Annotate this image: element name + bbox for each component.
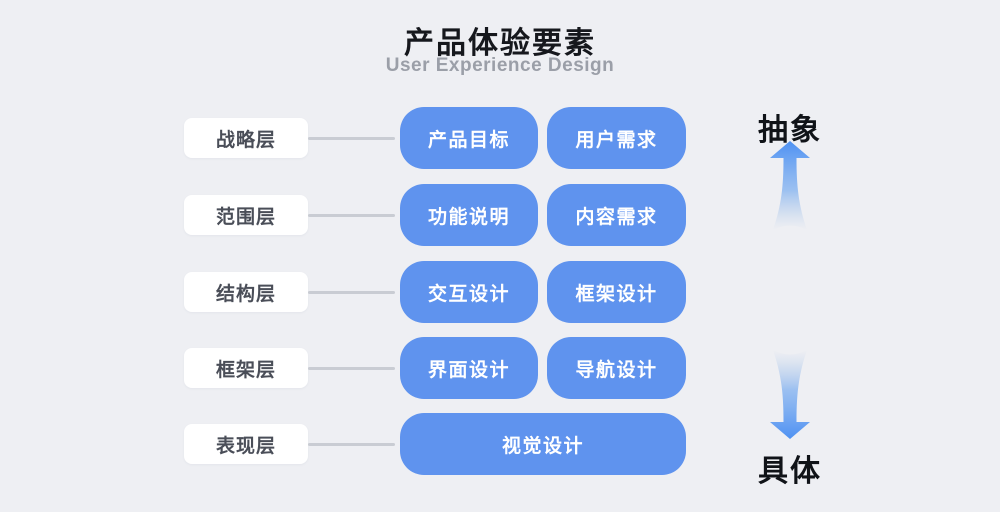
page-title: 产品体验要素 [404, 27, 596, 60]
layer-label-strategy: 战略层 [184, 118, 308, 158]
node-visual-design: 视觉设计 [400, 413, 686, 475]
axis-label-abstract: 抽象 [758, 114, 822, 147]
connector-line [308, 291, 395, 294]
layer-label-scope: 范围层 [184, 195, 308, 235]
page-subtitle: User Experience Design [385, 55, 615, 76]
node-user-needs: 用户需求 [547, 107, 686, 169]
node-content-requirements: 内容需求 [547, 184, 686, 246]
node-framework-design: 框架设计 [547, 261, 686, 323]
layer-label-skeleton: 框架层 [184, 348, 308, 388]
node-interface-design: 界面设计 [400, 337, 538, 399]
up-arrow-icon [770, 141, 810, 230]
down-arrow-icon [770, 350, 810, 439]
layer-label-surface: 表现层 [184, 424, 308, 464]
axis-label-concrete: 具体 [758, 455, 822, 488]
layer-label-structure: 结构层 [184, 272, 308, 312]
connector-line [308, 214, 395, 217]
connector-line [308, 367, 395, 370]
node-functional-specs: 功能说明 [400, 184, 538, 246]
connector-line [308, 443, 395, 446]
connector-line [308, 137, 395, 140]
node-navigation-design: 导航设计 [547, 337, 686, 399]
node-product-goals: 产品目标 [400, 107, 538, 169]
node-interaction-design: 交互设计 [400, 261, 538, 323]
